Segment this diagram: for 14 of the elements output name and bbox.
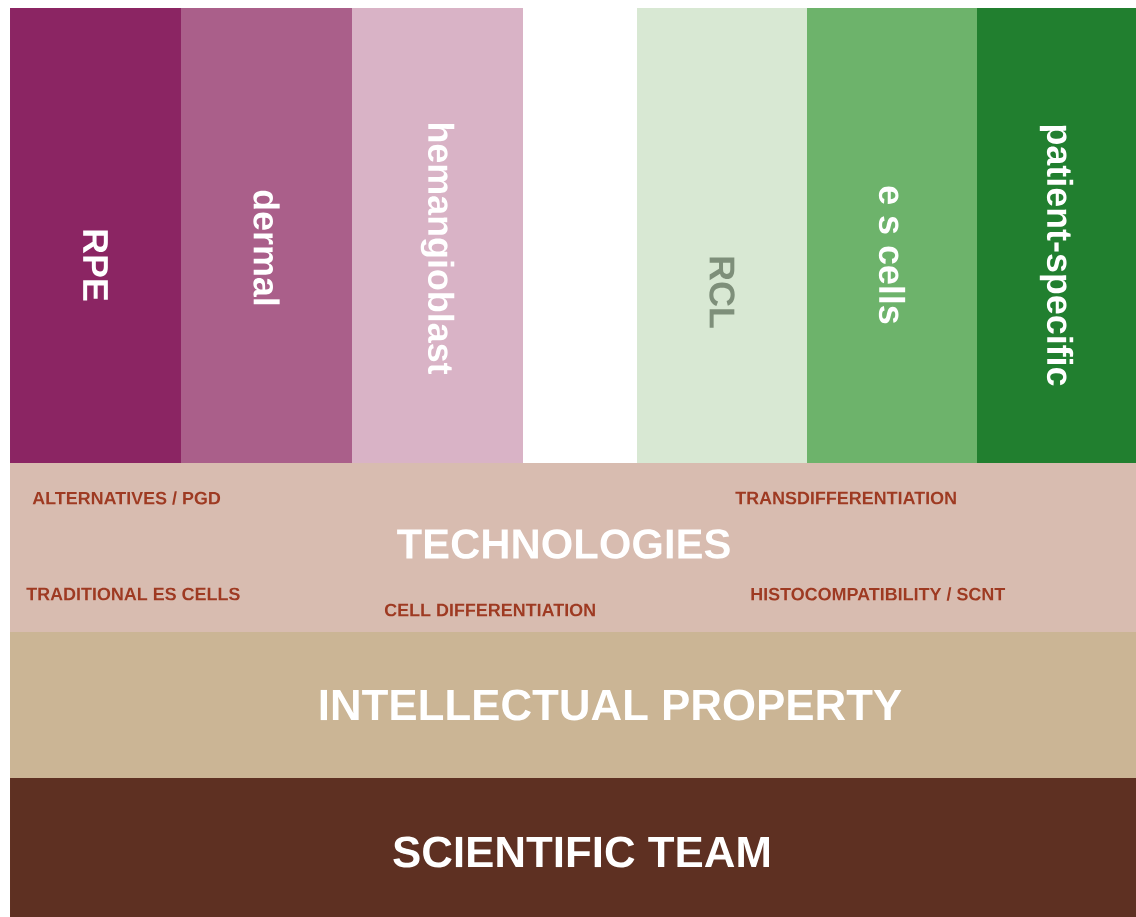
band-label: TRANSDIFFERENTIATION — [735, 491, 956, 505]
column-block: RPE — [10, 8, 181, 463]
band: SCIENTIFIC TEAM — [10, 778, 1136, 917]
column-block: e s cells — [807, 8, 977, 463]
band-label: HISTOCOMPATIBILITY / SCNT — [751, 587, 1006, 601]
column-block: patient-specific — [977, 8, 1136, 463]
column-block: RCL — [637, 8, 807, 463]
column-block: dermal — [181, 8, 352, 463]
band-label: CELL DIFFERENTIATION — [384, 603, 595, 617]
band: INTELLECTUAL PROPERTY — [10, 632, 1136, 778]
band: ALTERNATIVES / PGD TRANSDIFFERENTIATION TECHNOLOGIES TRADITIONAL ES CELLS HISTOCOMPATIBILITY / SCNT CELL DIFFERENTIATION — [10, 463, 1136, 632]
band-label: TRADITIONAL ES CELLS — [26, 587, 240, 601]
column-block: hemangioblast — [352, 8, 523, 463]
band-label: ALTERNATIVES / PGD — [32, 491, 221, 505]
